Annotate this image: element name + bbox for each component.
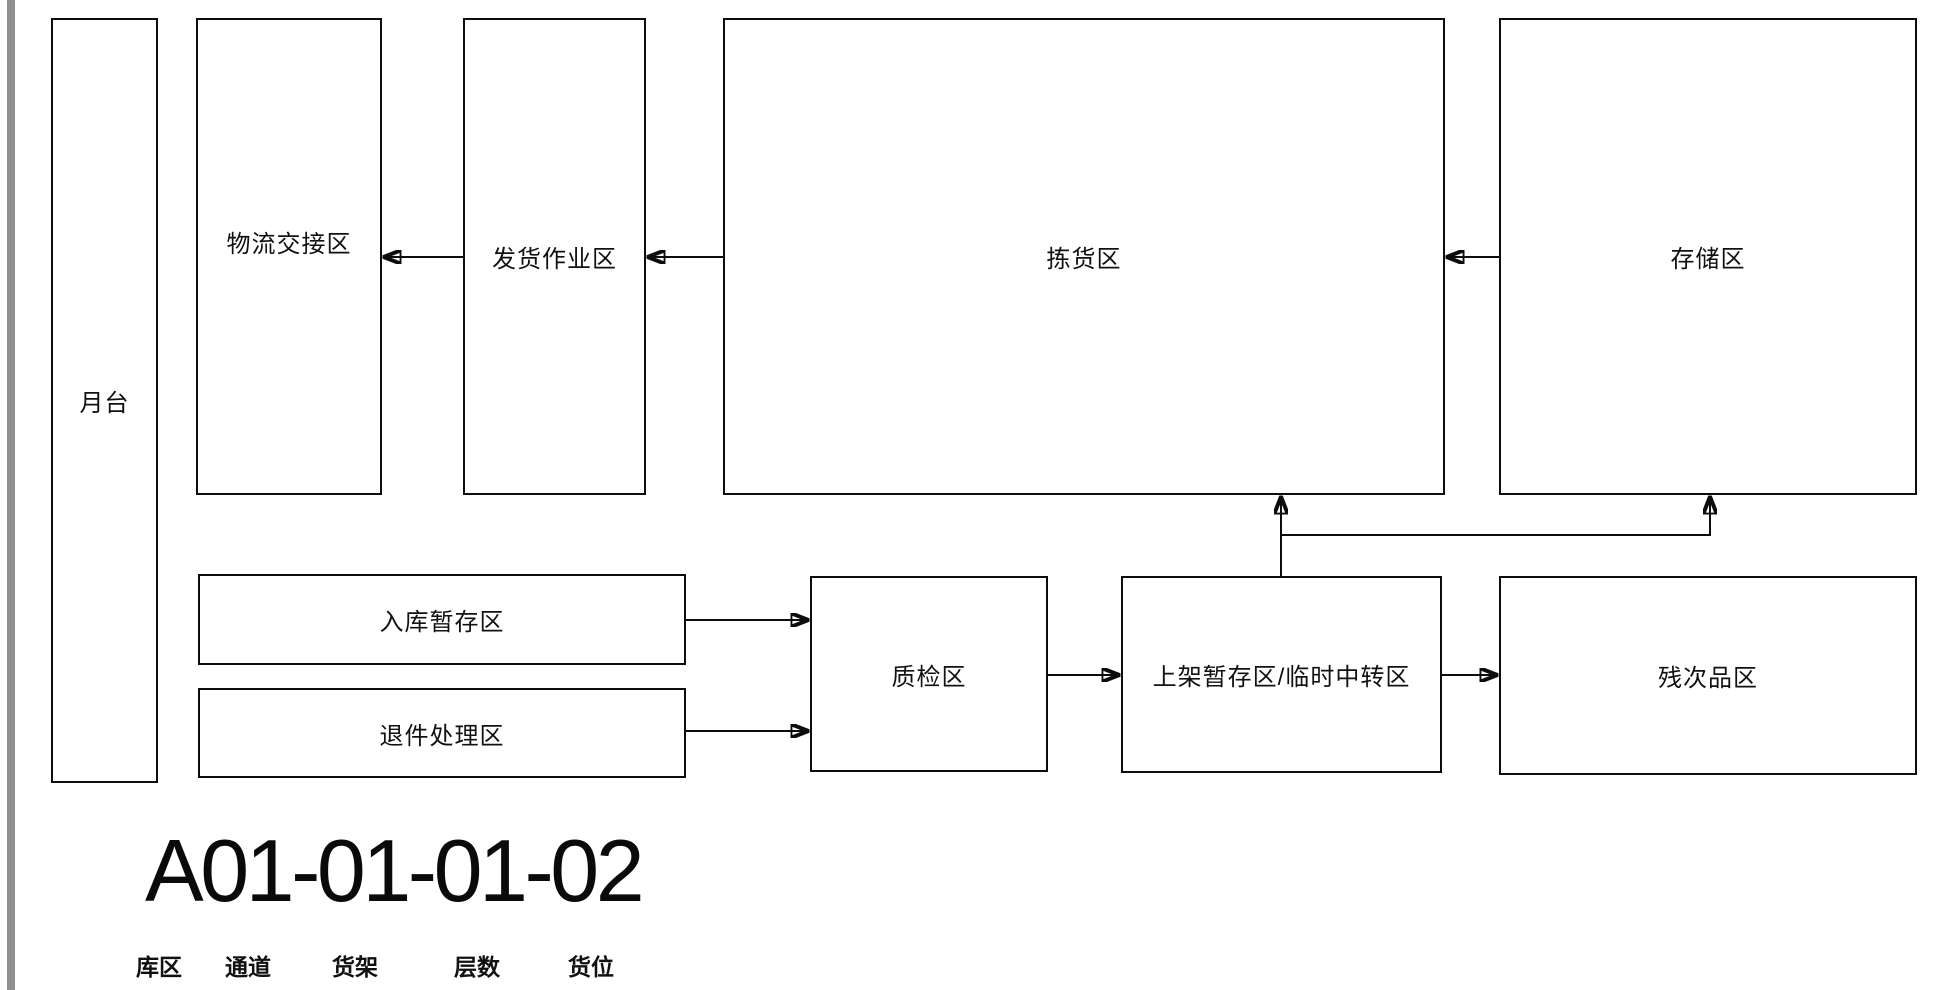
legend-rack: 货架 — [332, 954, 378, 980]
zone-label-storage: 存储区 — [1670, 246, 1746, 273]
legend-aisle: 通道 — [225, 954, 271, 980]
zone-label-dock: 月台 — [79, 390, 130, 417]
zone-label-quality-inspection: 质检区 — [891, 663, 967, 691]
zone-label-defective-goods: 残次品区 — [1658, 665, 1758, 692]
zone-label-picking: 拣货区 — [1046, 246, 1122, 273]
left-scrollbar-strip[interactable] — [7, 0, 15, 990]
zone-box-shipping-operation: 发货作业区 — [463, 18, 646, 495]
zone-box-logistics-handover: 物流交接区 — [196, 18, 382, 495]
zone-box-picking: 拣货区 — [723, 18, 1445, 495]
zone-box-storage: 存储区 — [1499, 18, 1917, 495]
zone-label-shelving-staging: 上架暂存区/临时中转区 — [1152, 664, 1411, 691]
legend-warehouse-zone: 库区 — [136, 954, 182, 980]
connector-shelving-to-storage — [1281, 497, 1710, 536]
zone-box-returns-processing: 退件处理区 — [198, 688, 686, 778]
zone-label-inbound-staging: 入库暂存区 — [379, 609, 505, 636]
zone-box-shelving-staging: 上架暂存区/临时中转区 — [1121, 576, 1442, 773]
legend-slot: 货位 — [568, 954, 614, 980]
zone-box-dock: 月台 — [51, 18, 158, 783]
location-code-text: A01-01-01-02 — [145, 821, 645, 920]
zone-label-shipping-operation: 发货作业区 — [492, 246, 617, 273]
zone-label-logistics-handover: 物流交接区 — [226, 231, 352, 258]
zone-box-defective-goods: 残次品区 — [1499, 576, 1917, 775]
zone-box-quality-inspection: 质检区 — [810, 576, 1048, 772]
legend-level: 层数 — [454, 954, 500, 980]
location-code-legend: 库区 通道 货架 层数 货位 — [0, 948, 1942, 980]
zone-box-inbound-staging: 入库暂存区 — [198, 574, 686, 665]
zone-label-returns-processing: 退件处理区 — [379, 722, 505, 750]
